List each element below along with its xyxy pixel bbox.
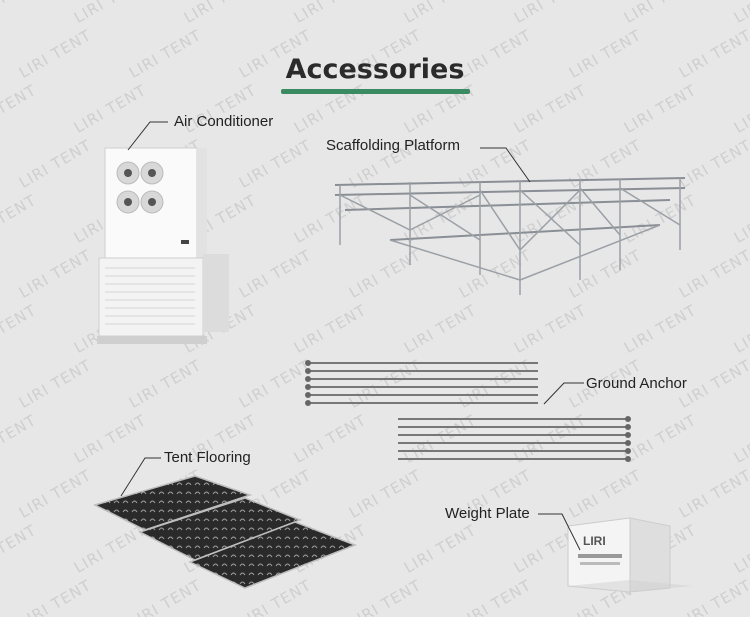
watermark-text: LIRI TENT — [455, 576, 535, 617]
watermark-text: LIRI TENT — [0, 191, 40, 247]
watermark-text: LIRI TENT — [0, 521, 40, 577]
scaffolding-platform-image — [334, 177, 686, 295]
watermark-text: LIRI TENT — [730, 81, 750, 137]
watermark-text: LIRI TENT — [15, 246, 95, 302]
watermark-text: LIRI TENT — [730, 301, 750, 357]
watermark-text: LIRI TENT — [15, 576, 95, 617]
ground-anchor-label: Ground Anchor — [586, 375, 687, 392]
watermark-text: LIRI TENT — [620, 81, 700, 137]
page-title: Accessories — [285, 54, 465, 85]
watermark-text: LIRI TENT — [401, 0, 480, 27]
watermark-text: LIRI TENT — [675, 356, 750, 412]
watermark-text: LIRI TENT — [730, 521, 750, 577]
weight-plate-logo: LIRI — [583, 534, 606, 548]
watermark-text: LIRI TENT — [70, 81, 150, 137]
watermark-text: LIRI TENT — [181, 0, 260, 27]
watermark-text: LIRI TENT — [70, 411, 150, 467]
watermark-text: LIRI TENT — [15, 356, 95, 412]
watermark-text: LIRI TENT — [510, 301, 590, 357]
watermark-text: LIRI TENT — [0, 301, 40, 357]
air-conditioner-label: Air Conditioner — [174, 113, 274, 130]
watermark-text: LIRI TENT — [511, 0, 590, 27]
watermark-text: LIRI TENT — [730, 411, 750, 467]
air-conditioner-image — [97, 147, 229, 344]
tent-flooring-image — [92, 475, 358, 589]
watermark-text: LIRI TENT — [730, 191, 750, 247]
tent-flooring-label: Tent Flooring — [164, 449, 251, 466]
watermark-text: LIRI TENT — [621, 0, 700, 27]
watermark-text: LIRI TENT — [731, 0, 750, 27]
watermark-text: LIRI TENT — [400, 521, 480, 577]
watermark-text: LIRI TENT — [400, 301, 480, 357]
watermark-text: LIRI TENT — [71, 0, 150, 27]
weight-plate-label: Weight Plate — [445, 505, 530, 522]
watermark-text: LIRI TENT — [15, 466, 95, 522]
watermark-text: LIRI TENT — [0, 0, 40, 27]
watermark-text: LIRI TENT — [0, 411, 40, 467]
watermark-text: LIRI TENT — [235, 136, 315, 192]
title-underline — [281, 89, 470, 94]
watermark-text: LIRI TENT — [291, 0, 370, 27]
watermark-text: LIRI TENT — [620, 301, 700, 357]
watermark-text: LIRI TENT — [0, 81, 40, 137]
ground-anchor-image — [305, 360, 631, 462]
watermark-text: LIRI TENT — [510, 81, 590, 137]
watermark-text: LIRI TENT — [235, 246, 315, 302]
watermark-text: LIRI TENT — [15, 136, 95, 192]
watermark-text: LIRI TENT — [125, 356, 205, 412]
weight-plate-image — [567, 517, 692, 593]
watermark-text: LIRI TENT — [290, 301, 370, 357]
scaffolding-platform-label: Scaffolding Platform — [326, 137, 460, 154]
